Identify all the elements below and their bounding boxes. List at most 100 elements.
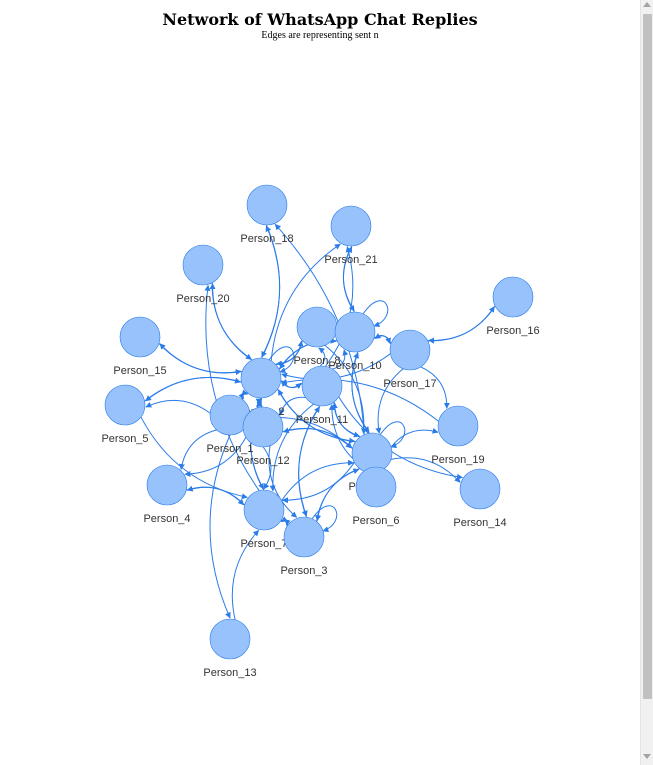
edge-Person_1-to-Person_4[interactable]: [178, 429, 217, 470]
edge-Person_20-to-Person_2[interactable]: [211, 282, 252, 360]
scroll-down-arrow-icon[interactable]: [643, 754, 651, 759]
edge-Person_7-to-Person_9[interactable]: [281, 459, 355, 501]
node-label: Person_11: [296, 414, 348, 426]
node-circle[interactable]: [146, 464, 188, 506]
node-Person_21[interactable]: Person_21: [324, 205, 378, 266]
edge-Person_1-to-Person_5[interactable]: [145, 399, 211, 414]
edge-Person_11-to-Person_3[interactable]: [298, 405, 321, 517]
edge-Person_9-to-Person_3[interactable]: [315, 468, 360, 522]
node-circle[interactable]: [104, 384, 146, 426]
node-label: Person_5: [101, 433, 148, 445]
edge-Person_3-to-Person_7[interactable]: [280, 516, 289, 526]
edge-Person_5-to-Person_2[interactable]: [144, 377, 241, 402]
node-circle[interactable]: [296, 306, 338, 348]
node-Person_4[interactable]: Person_4: [143, 464, 191, 525]
node-circle[interactable]: [243, 489, 285, 531]
edge-Person_11-to-Person_7[interactable]: [269, 403, 314, 492]
edge-Person_9-to-Person_14[interactable]: [390, 457, 461, 483]
edge-Person_9-to-Person_10[interactable]: [351, 352, 370, 434]
node-label: Person_10: [328, 360, 381, 372]
self-loop-Person_9[interactable]: [379, 421, 406, 449]
node-Person_11[interactable]: Person_11: [296, 365, 348, 426]
edge-Person_17-to-Person_16[interactable]: [427, 306, 495, 342]
vertical-scrollbar[interactable]: [640, 0, 653, 765]
edge-Person_2-to-Person_7[interactable]: [250, 397, 264, 490]
self-loop-Person_2[interactable]: [268, 346, 295, 374]
node-circle[interactable]: [182, 244, 224, 286]
edge-Person_2-to-Person_1[interactable]: [238, 392, 249, 400]
node-circle[interactable]: [459, 468, 501, 510]
scrollbar-thumb[interactable]: [643, 14, 652, 699]
edge-Person_17-to-Person_9[interactable]: [375, 368, 404, 434]
edge-Person_15-to-Person_2[interactable]: [158, 343, 242, 376]
node-circle[interactable]: [246, 184, 288, 226]
edge-Person_8-to-Person_9[interactable]: [324, 344, 367, 435]
edge-Person_11-to-Person_2[interactable]: [281, 380, 303, 389]
node-Person_8[interactable]: Person_8: [293, 306, 341, 367]
edge-Person_11-to-Person_8[interactable]: [318, 347, 326, 367]
self-loop-Person_3[interactable]: [311, 505, 338, 533]
node-circle[interactable]: [334, 311, 376, 353]
node-Person_6[interactable]: Person_6: [352, 466, 400, 527]
node-circle[interactable]: [242, 406, 284, 448]
edge-Person_11-to-Person_12[interactable]: [278, 396, 306, 416]
edge-Person_16-to-Person_17[interactable]: [428, 305, 496, 344]
edge-Person_11-to-Person_10[interactable]: [332, 349, 349, 370]
edge-Person_12-to-Person_3[interactable]: [268, 445, 298, 518]
edge-Person_4-to-Person_7[interactable]: [186, 486, 245, 506]
node-Person_20[interactable]: Person_20: [176, 244, 230, 305]
node-Person_14[interactable]: Person_14: [453, 468, 507, 529]
edge-Person_9-to-Person_11[interactable]: [331, 402, 361, 438]
node-Person_3[interactable]: Person_3: [280, 516, 328, 577]
edge-Person_12-to-Person_7[interactable]: [262, 446, 272, 490]
edge-Person_11-to-Person_21[interactable]: [325, 246, 354, 367]
node-Person_15[interactable]: Person_15: [113, 316, 167, 377]
edge-Person_17-to-Person_19[interactable]: [420, 366, 450, 409]
node-Person_13[interactable]: Person_13: [203, 618, 257, 679]
self-loop-Person_10[interactable]: [362, 300, 389, 328]
node-circle[interactable]: [492, 276, 534, 318]
edge-Person_12-to-Person_4[interactable]: [184, 437, 247, 477]
node-Person_16[interactable]: Person_16: [486, 276, 540, 337]
edge-Person_1-to-Person_13[interactable]: [209, 434, 231, 619]
node-circle[interactable]: [330, 205, 372, 247]
edge-Person_2-to-Person_18[interactable]: [261, 225, 281, 359]
node-circle[interactable]: [389, 329, 431, 371]
edge-Person_3-to-Person_9[interactable]: [316, 468, 360, 522]
node-label: Person_20: [176, 293, 229, 305]
node-circle[interactable]: [437, 405, 479, 447]
node-circle[interactable]: [283, 516, 325, 558]
node-circle[interactable]: [209, 618, 251, 660]
node-Person_17[interactable]: Person_17: [383, 329, 437, 390]
edge-Person_7-to-Person_4[interactable]: [186, 485, 245, 506]
node-label: Person_13: [203, 667, 256, 679]
edge-Person_13-to-Person_7[interactable]: [231, 529, 260, 620]
node-circle[interactable]: [119, 316, 161, 358]
edge-Person_5-to-Person_7[interactable]: [140, 416, 248, 500]
node-Person_18[interactable]: Person_18: [240, 184, 294, 245]
edge-Person_10-to-Person_17[interactable]: [373, 335, 391, 345]
node-Person_5[interactable]: Person_5: [101, 384, 149, 445]
node-circle[interactable]: [351, 432, 393, 474]
node-label: Person_16: [486, 325, 539, 337]
edge-Person_2-to-Person_12[interactable]: [256, 397, 263, 407]
node-circle[interactable]: [240, 357, 282, 399]
edge-Person_9-to-Person_7[interactable]: [281, 462, 355, 504]
edge-Person_7-to-Person_20[interactable]: [204, 284, 260, 491]
node-Person_10[interactable]: Person_10: [328, 311, 382, 372]
edge-Person_19-to-Person_2[interactable]: [280, 378, 439, 422]
node-Person_7[interactable]: Person_7: [240, 489, 288, 550]
node-circle[interactable]: [301, 365, 343, 407]
edge-Person_9-to-Person_2[interactable]: [277, 389, 356, 443]
edge-Person_9-to-Person_19[interactable]: [390, 427, 439, 448]
scroll-up-arrow-icon[interactable]: [643, 2, 651, 7]
node-Person_19[interactable]: Person_19: [431, 405, 485, 466]
node-Person_12[interactable]: Person_12: [236, 406, 290, 467]
edge-Person_2-to-Person_15[interactable]: [159, 343, 243, 374]
edge-Person_12-to-Person_9[interactable]: [282, 427, 353, 449]
edge-Person_2-to-Person_21[interactable]: [270, 243, 341, 361]
edge-Person_18-to-Person_2[interactable]: [261, 224, 281, 358]
node-circle[interactable]: [355, 466, 397, 508]
